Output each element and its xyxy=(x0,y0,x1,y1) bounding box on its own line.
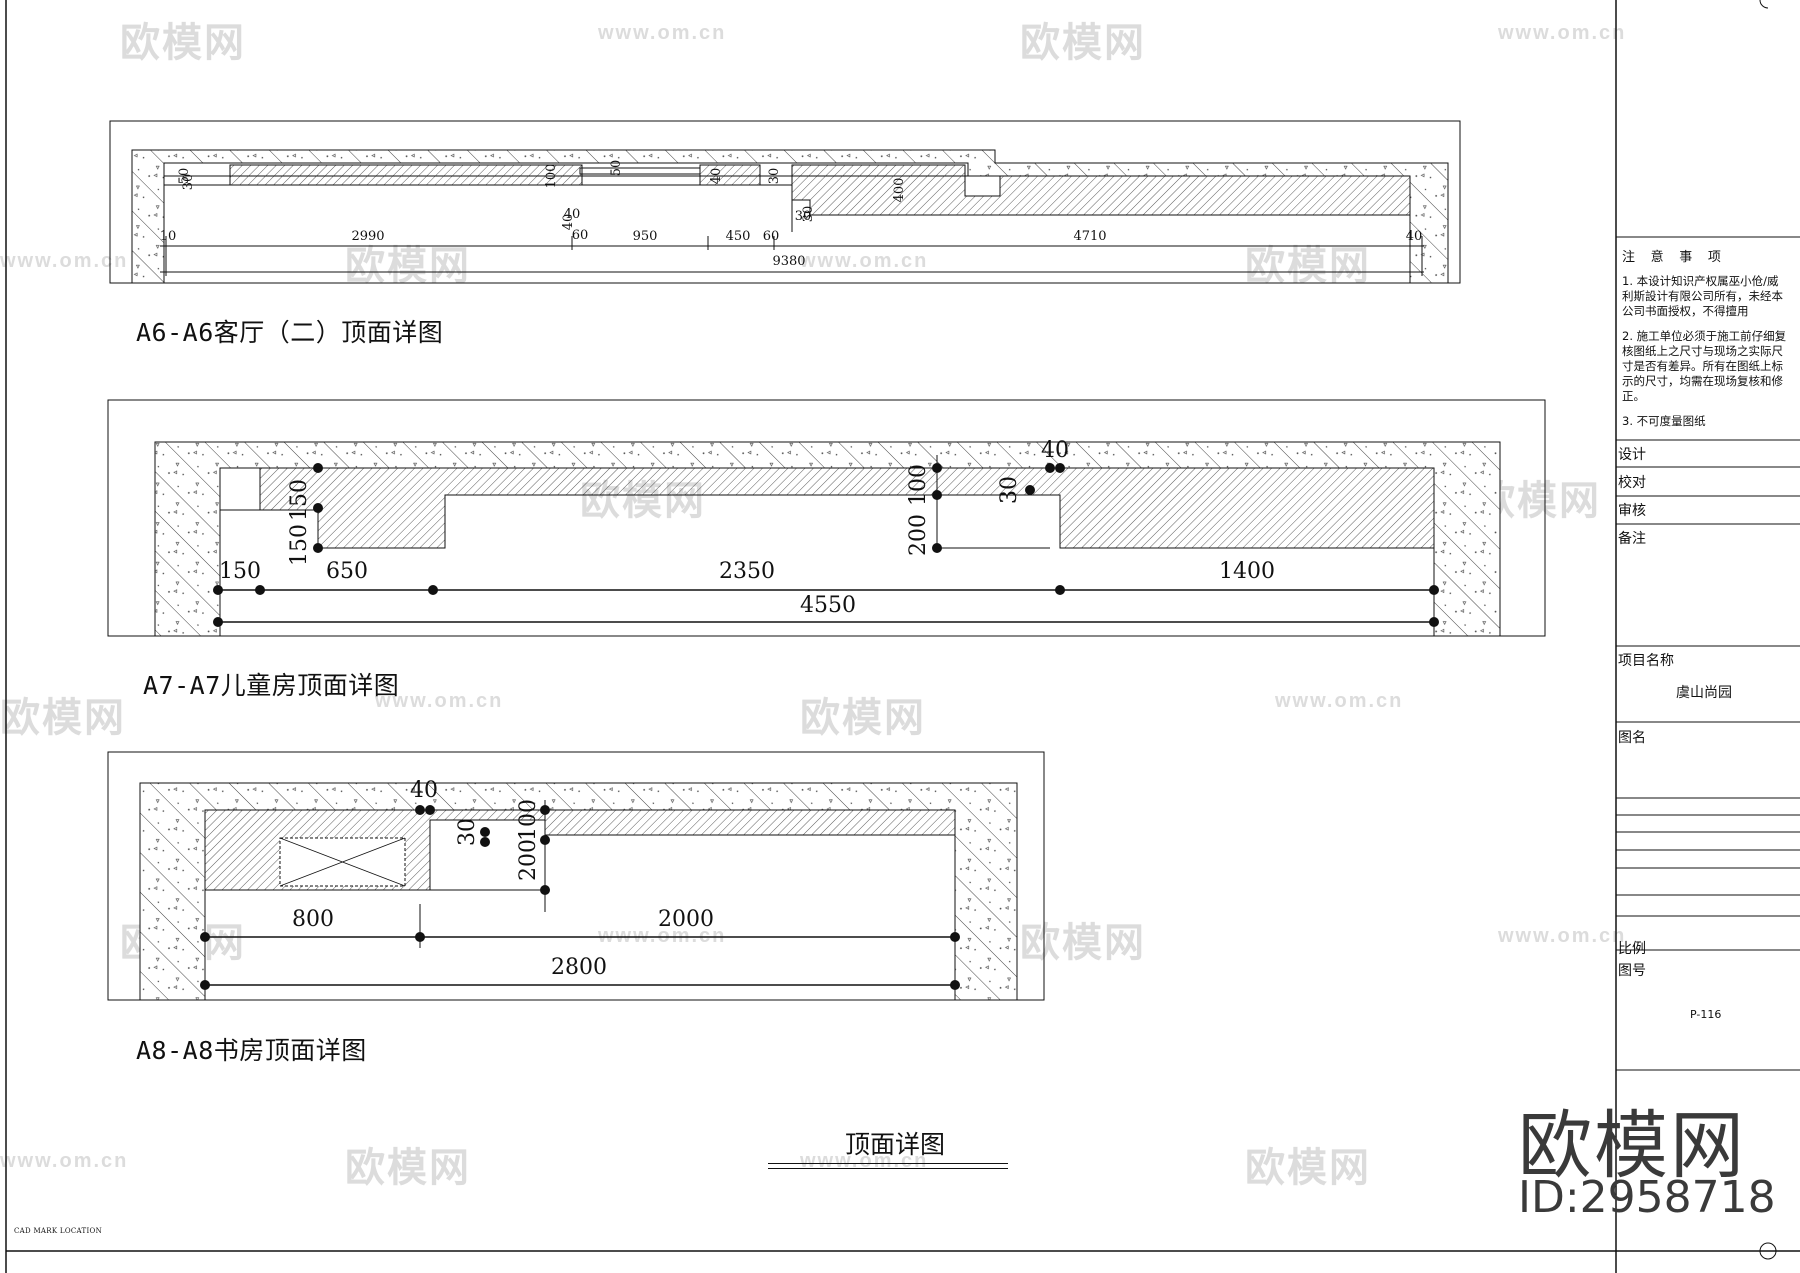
dim-dot-a7 xyxy=(1025,485,1035,495)
dim-label-a7: 40 xyxy=(1041,438,1069,463)
dim-label-a6: 2990 xyxy=(351,229,384,244)
sheet-title: 顶面详图 xyxy=(844,1130,945,1159)
cad-mark-note: CAD MARK LOCATION xyxy=(14,1227,103,1235)
dim-label-a7: 650 xyxy=(326,559,368,584)
dim-dot-a8 xyxy=(540,885,550,895)
dim-label-a8: 30 xyxy=(455,818,480,846)
dim-label-a6: 40 xyxy=(709,168,724,185)
dim-dot-a7 xyxy=(313,503,323,513)
dim-label-a6: 950 xyxy=(633,229,658,244)
dim-dot-a8 xyxy=(200,932,210,942)
dim-label-a6: 10 xyxy=(160,229,177,244)
dim-label-a8: 2000 xyxy=(658,907,714,932)
dim-label-a6: 100 xyxy=(544,164,559,189)
dim-dot-a7 xyxy=(313,463,323,473)
dim-label-a7: 150 xyxy=(219,559,261,584)
title-block-grid xyxy=(1616,236,1800,1071)
dim-label-a6: 50 xyxy=(177,168,192,185)
dim-label-a6: 60 xyxy=(572,228,589,243)
dim-dot-a7 xyxy=(213,585,223,595)
design-label: 设计 xyxy=(1618,447,1646,463)
drawing-name-label: 图名 xyxy=(1618,730,1646,746)
dim-dot-a8 xyxy=(480,837,490,847)
dim-dot-a8 xyxy=(425,805,435,815)
scale-label: 比例 xyxy=(1618,941,1646,957)
dim-label-a8: 200 xyxy=(516,839,541,881)
dim-label-a6: 40 xyxy=(564,207,581,222)
section-a8 xyxy=(107,751,1045,1001)
dim-dot-a7 xyxy=(1429,585,1439,595)
brand-id: ID:2958718 xyxy=(1518,1172,1776,1223)
dim-dot-a8 xyxy=(415,932,425,942)
dim-label-a6: 30 xyxy=(801,206,816,223)
dim-label-a6: 40 xyxy=(561,214,576,231)
dim-dot-a7 xyxy=(428,585,438,595)
dim-dot-a7 xyxy=(313,543,323,553)
dim-dot-a7 xyxy=(1055,585,1065,595)
dim-dot-a7 xyxy=(213,617,223,627)
drawing-title-a8: A8-A8书房顶面详图 xyxy=(136,1036,367,1065)
drawing-title-a6: A6-A6客厅（二）顶面详图 xyxy=(136,318,444,347)
dim-label-a7: 150 xyxy=(287,524,312,566)
dim-label-a8: 2800 xyxy=(551,955,607,980)
brand-logo-text: 欧模网 xyxy=(1518,1103,1746,1189)
note-3: 3. 不可度量图纸 xyxy=(1622,414,1706,428)
dim-dot-a7 xyxy=(932,490,942,500)
dim-label-a6: 60 xyxy=(763,229,780,244)
dim-dot-a7 xyxy=(1055,463,1065,473)
dim-label-a7: 200 xyxy=(906,514,931,556)
dim-label-a7: 30 xyxy=(997,476,1022,504)
section-a6 xyxy=(109,120,1461,284)
dim-dot-a7 xyxy=(1429,617,1439,627)
dim-label-a6: 30 xyxy=(767,168,782,185)
dim-label-a6: 30 xyxy=(181,174,196,191)
dim-dot-a7 xyxy=(1045,463,1055,473)
dim-label-a8: 40 xyxy=(410,778,438,803)
dim-label-a7: 100 xyxy=(906,464,931,506)
dim-label-a7: 150 xyxy=(287,479,312,521)
dim-label-a6: 40 xyxy=(1406,229,1423,244)
dim-label-a7: 2350 xyxy=(719,559,775,584)
note-1: 1. 本设计知识产权属巫小伧/威利斯設计有限公司所有，未经本公司书面授权，不得擅… xyxy=(1622,274,1783,318)
dim-dot-a8 xyxy=(950,932,960,942)
notes-heading: 注 意 事 项 xyxy=(1622,249,1727,264)
dim-label-a6: 9380 xyxy=(772,254,805,269)
dim-label-a7: 4550 xyxy=(800,593,856,618)
drawing-no-label: 图号 xyxy=(1618,963,1646,979)
review-label: 审核 xyxy=(1618,503,1646,519)
check-label: 校对 xyxy=(1618,475,1646,491)
dim-dot-a7 xyxy=(255,585,265,595)
section-a7 xyxy=(107,399,1546,637)
dim-dot-a8 xyxy=(200,980,210,990)
drawing-no: P-116 xyxy=(1690,1008,1722,1021)
dim-label-a8: 800 xyxy=(292,907,334,932)
dim-label-a8: 100 xyxy=(516,799,541,841)
remarks-label: 备注 xyxy=(1618,531,1646,547)
dim-label-a6: 400 xyxy=(892,178,907,203)
drawing-title-a7: A7-A7儿童房顶面详图 xyxy=(143,671,400,700)
dim-label-a6: 450 xyxy=(726,229,751,244)
dim-label-a6: 50 xyxy=(609,160,624,177)
dim-label-a6: 4710 xyxy=(1073,229,1106,244)
project-name-label: 项目名称 xyxy=(1618,653,1674,669)
dim-label-a7: 1400 xyxy=(1219,559,1275,584)
sheet-title-underline xyxy=(768,1163,1008,1164)
dim-dot-a7 xyxy=(932,463,942,473)
dim-dot-a7 xyxy=(932,543,942,553)
dim-dot-a8 xyxy=(540,805,550,815)
note-2: 2. 施工单位必须于施工前仔细复核图纸上之尺寸与现场之实际尺寸是否有差异。所有在… xyxy=(1622,329,1787,403)
sheet-title-underline-thin xyxy=(768,1168,1008,1169)
dim-dot-a8 xyxy=(540,835,550,845)
dim-dot-a8 xyxy=(415,805,425,815)
dim-dot-a8 xyxy=(480,827,490,837)
notes-list: 1. 本设计知识产权属巫小伧/威利斯設计有限公司所有，未经本公司书面授权，不得擅… xyxy=(1622,274,1787,439)
project-name: 虞山尚园 xyxy=(1676,685,1732,701)
dim-dot-a8 xyxy=(950,980,960,990)
dim-label-a6: 30 xyxy=(795,209,812,224)
